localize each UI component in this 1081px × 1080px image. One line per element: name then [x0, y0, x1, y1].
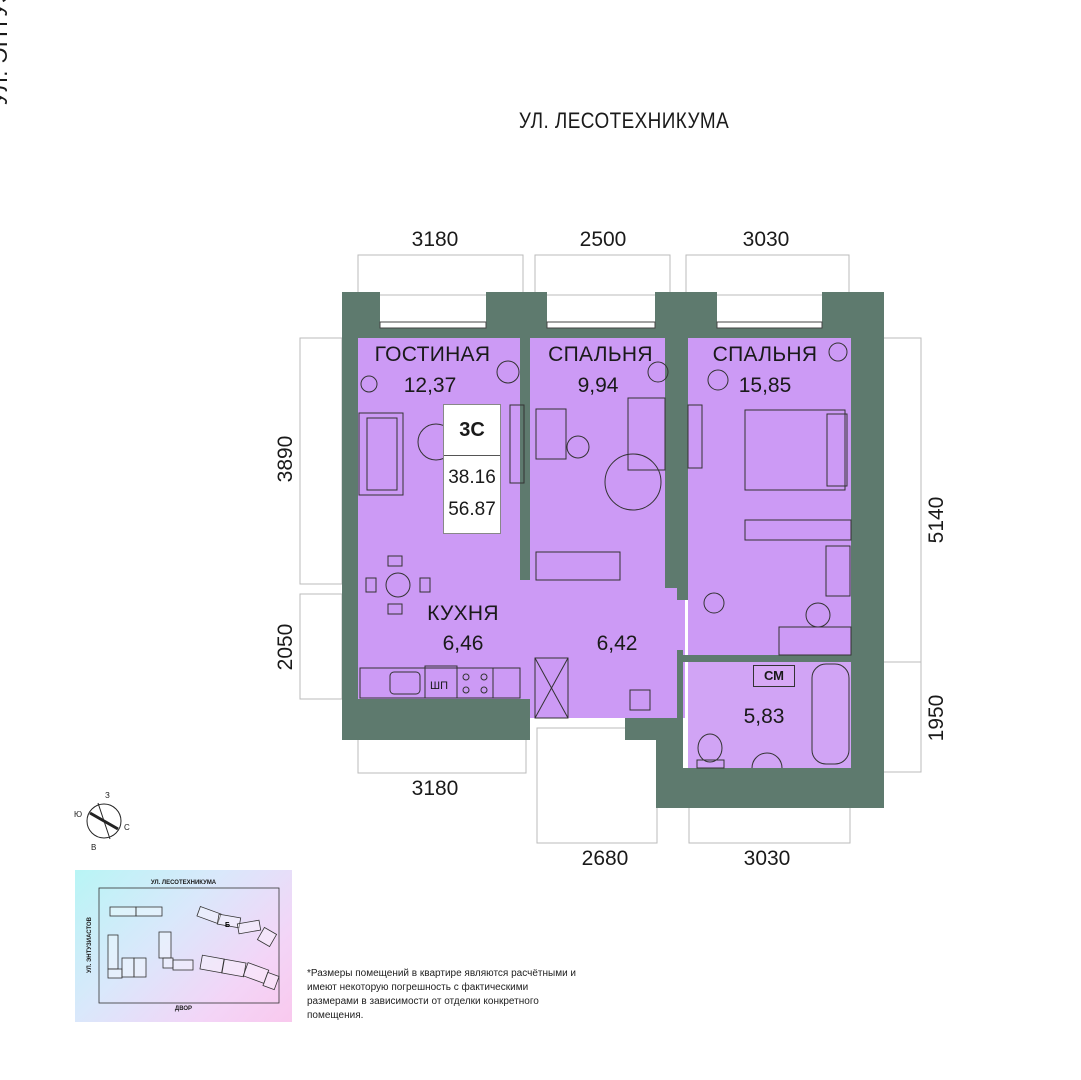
room-hall-area: 6,42: [596, 632, 638, 655]
dim-bottom-1: 3180: [411, 777, 459, 800]
compass-rose: [86, 802, 122, 840]
dim-bottom-3: 3030: [743, 847, 791, 870]
mini-map-building-label: Б: [225, 922, 230, 929]
mini-map-bottom-label: ДВОР: [174, 1006, 193, 1012]
dim-top-1: 3180: [411, 228, 459, 251]
room-bedroom2-name: СПАЛЬНЯ: [712, 343, 818, 366]
card-divider: [444, 455, 500, 456]
compass-west: Ю: [74, 810, 83, 819]
dim-top-3: 3030: [742, 228, 790, 251]
dishwasher-label: ШП: [430, 680, 448, 692]
dim-right-1: 5140: [925, 496, 948, 544]
partitions: [520, 338, 851, 740]
mini-map-top-label: УЛ. ЛЕСОТЕХНИКУМА: [150, 880, 217, 886]
dim-top-2: 2500: [579, 228, 627, 251]
living-area-value: 38.16: [448, 467, 496, 488]
site-mini-map: УЛ. ЛЕСОТЕХНИКУМА УЛ. ЭНТУЗИАСТОВ ДВОР Б: [75, 870, 292, 1022]
room-kitchen-name: КУХНЯ: [427, 602, 499, 625]
compass-north: З: [105, 791, 110, 800]
room-living-name: ГОСТИНАЯ: [374, 343, 491, 366]
compass-icon: З С В Ю: [74, 791, 138, 853]
room-bedroom2-area: 15,85: [738, 374, 792, 397]
windows: [379, 321, 823, 329]
street-top-label: УЛ. ЛЕСОТЕХНИКУМА: [518, 108, 730, 133]
plants: [360, 342, 848, 511]
mini-map-buildings: Б: [98, 887, 280, 1004]
room-kitchen-area: 6,46: [442, 632, 484, 655]
apartment-type: 3С: [459, 419, 485, 441]
room-bedroom1-area: 9,94: [577, 374, 619, 397]
total-area-value: 56.87: [448, 499, 496, 520]
compass-east: С: [124, 823, 130, 832]
furniture: [358, 397, 852, 769]
apartment-card: 3С 38.16 56.87: [443, 404, 501, 534]
dim-left-2: 2050: [274, 623, 297, 671]
dim-left-1: 3890: [274, 435, 297, 483]
room-bedroom1-name: СПАЛЬНЯ: [548, 343, 653, 366]
washer-label: СМ: [753, 665, 795, 687]
room-living-area: 12,37: [403, 374, 457, 397]
dim-bottom-2: 2680: [581, 847, 629, 870]
footnote: *Размеры помещений в квартире являются р…: [307, 968, 577, 1021]
compass-south: В: [91, 843, 97, 852]
room-bathroom-area: 5,83: [743, 705, 785, 728]
dim-right-2: 1950: [925, 694, 948, 742]
